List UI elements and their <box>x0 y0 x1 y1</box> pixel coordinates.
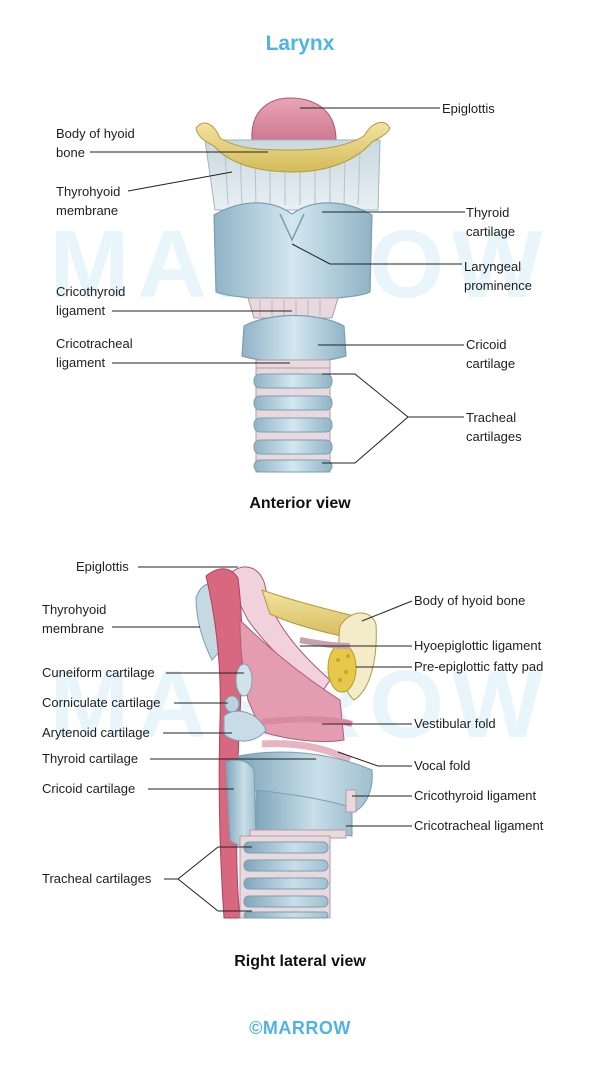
tracheal-ring <box>243 911 329 919</box>
tracheal-ring <box>243 895 329 908</box>
lateral-cuneiform-cartilage <box>235 663 253 697</box>
tracheal-ring <box>253 395 333 411</box>
label-cricotracheal-ligament: Cricotracheal ligament <box>56 334 133 372</box>
label-line: cartilage <box>466 224 516 239</box>
label-lateral-cricothyroid-ligament: Cricothyroid ligament <box>414 788 537 803</box>
label-corniculate-cartilage: Corniculate cartilage <box>42 695 161 710</box>
tracheal-ring <box>243 859 329 872</box>
lateral-pre-epiglottic-fatty-pad <box>327 643 357 693</box>
label-line: Cricotracheal <box>56 336 133 351</box>
caption-anterior-view: Anterior view <box>249 495 351 512</box>
page-title: Larynx <box>265 32 335 55</box>
lateral-arytenoid-cartilage <box>223 710 267 742</box>
tracheal-ring <box>253 439 333 455</box>
label-laryngeal-prominence: Laryngeal prominence <box>464 257 532 295</box>
label-lateral-tracheal-cartilages: Tracheal cartilages <box>42 871 152 886</box>
lateral-leader-lines <box>112 566 413 912</box>
brand-logo: ©MARROW <box>249 1018 351 1038</box>
label-line: cartilage <box>466 356 516 371</box>
label-cricoid-cartilage: Cricoid cartilage <box>466 335 515 373</box>
label-thyrohyoid-membrane: Thyrohyoid membrane <box>56 182 120 220</box>
anterior-thyroid-cartilage <box>213 202 373 301</box>
label-lateral-cricoid-cartilage: Cricoid cartilage <box>42 781 136 796</box>
label-vocal-fold: Vocal fold <box>414 758 471 773</box>
lateral-cricothyroid-ligament <box>345 789 357 813</box>
label-lateral-cricotracheal-ligament: Cricotracheal ligament <box>414 818 544 833</box>
anterior-cricoid-cartilage <box>241 314 347 363</box>
label-line: Body of hyoid <box>56 126 135 141</box>
label-lateral-thyrohyoid-membrane: Thyrohyoid membrane <box>42 600 106 638</box>
label-lateral-body-of-hyoid-bone: Body of hyoid bone <box>414 593 526 608</box>
label-line: cartilages <box>466 429 522 444</box>
label-line: Cricoid <box>466 337 507 352</box>
anterior-leader-lines <box>90 107 465 464</box>
label-line: ligament <box>56 303 106 318</box>
label-pre-epiglottic-fatty-pad: Pre-epiglottic fatty pad <box>414 659 544 674</box>
lateral-corniculate-cartilage <box>224 695 240 713</box>
anterior-trachea <box>253 367 333 473</box>
label-cricothyroid-ligament: Cricothyroid ligament <box>56 282 125 320</box>
label-lateral-thyroid-cartilage: Thyroid cartilage <box>42 751 139 766</box>
label-line: Cricothyroid <box>56 284 126 299</box>
label-body-of-hyoid-bone: Body of hyoid bone <box>56 124 135 162</box>
lateral-trachea <box>239 835 331 919</box>
label-line: Thyroid <box>466 205 510 220</box>
tracheal-ring <box>243 841 329 854</box>
lateral-cricoid-cartilage <box>225 759 353 847</box>
label-tracheal-cartilages: Tracheal cartilages <box>466 408 522 446</box>
label-epiglottis: Epiglottis <box>442 101 495 116</box>
anterior-hyoid-bone <box>195 121 391 173</box>
label-thyroid-cartilage: Thyroid cartilage <box>466 203 515 241</box>
label-line: Thyrohyoid <box>56 184 121 199</box>
label-cuneiform-cartilage: Cuneiform cartilage <box>42 665 155 680</box>
label-line: ligament <box>56 355 106 370</box>
caption-right-lateral-view: Right lateral view <box>234 953 366 970</box>
label-hyoepiglottic-ligament: Hyoepiglottic ligament <box>414 638 542 653</box>
label-lateral-epiglottis: Epiglottis <box>76 559 129 574</box>
label-line: prominence <box>464 278 532 293</box>
label-line: Thyrohyoid <box>42 602 107 617</box>
lateral-vocal-fold <box>261 740 352 764</box>
label-line: bone <box>56 145 85 160</box>
label-vestibular-fold: Vestibular fold <box>414 716 496 731</box>
label-line: Laryngeal <box>464 259 522 274</box>
tracheal-ring <box>253 417 333 433</box>
label-line: membrane <box>42 621 105 636</box>
anterior-epiglottis <box>251 97 337 151</box>
tracheal-ring <box>253 373 333 389</box>
lateral-vestibular-fold <box>261 716 353 727</box>
tracheal-ring <box>253 459 333 473</box>
tracheal-ring <box>243 877 329 890</box>
label-line: Tracheal <box>466 410 517 425</box>
label-line: membrane <box>56 203 119 218</box>
lateral-epiglottis <box>231 566 331 693</box>
label-arytenoid-cartilage: Arytenoid cartilage <box>42 725 150 740</box>
